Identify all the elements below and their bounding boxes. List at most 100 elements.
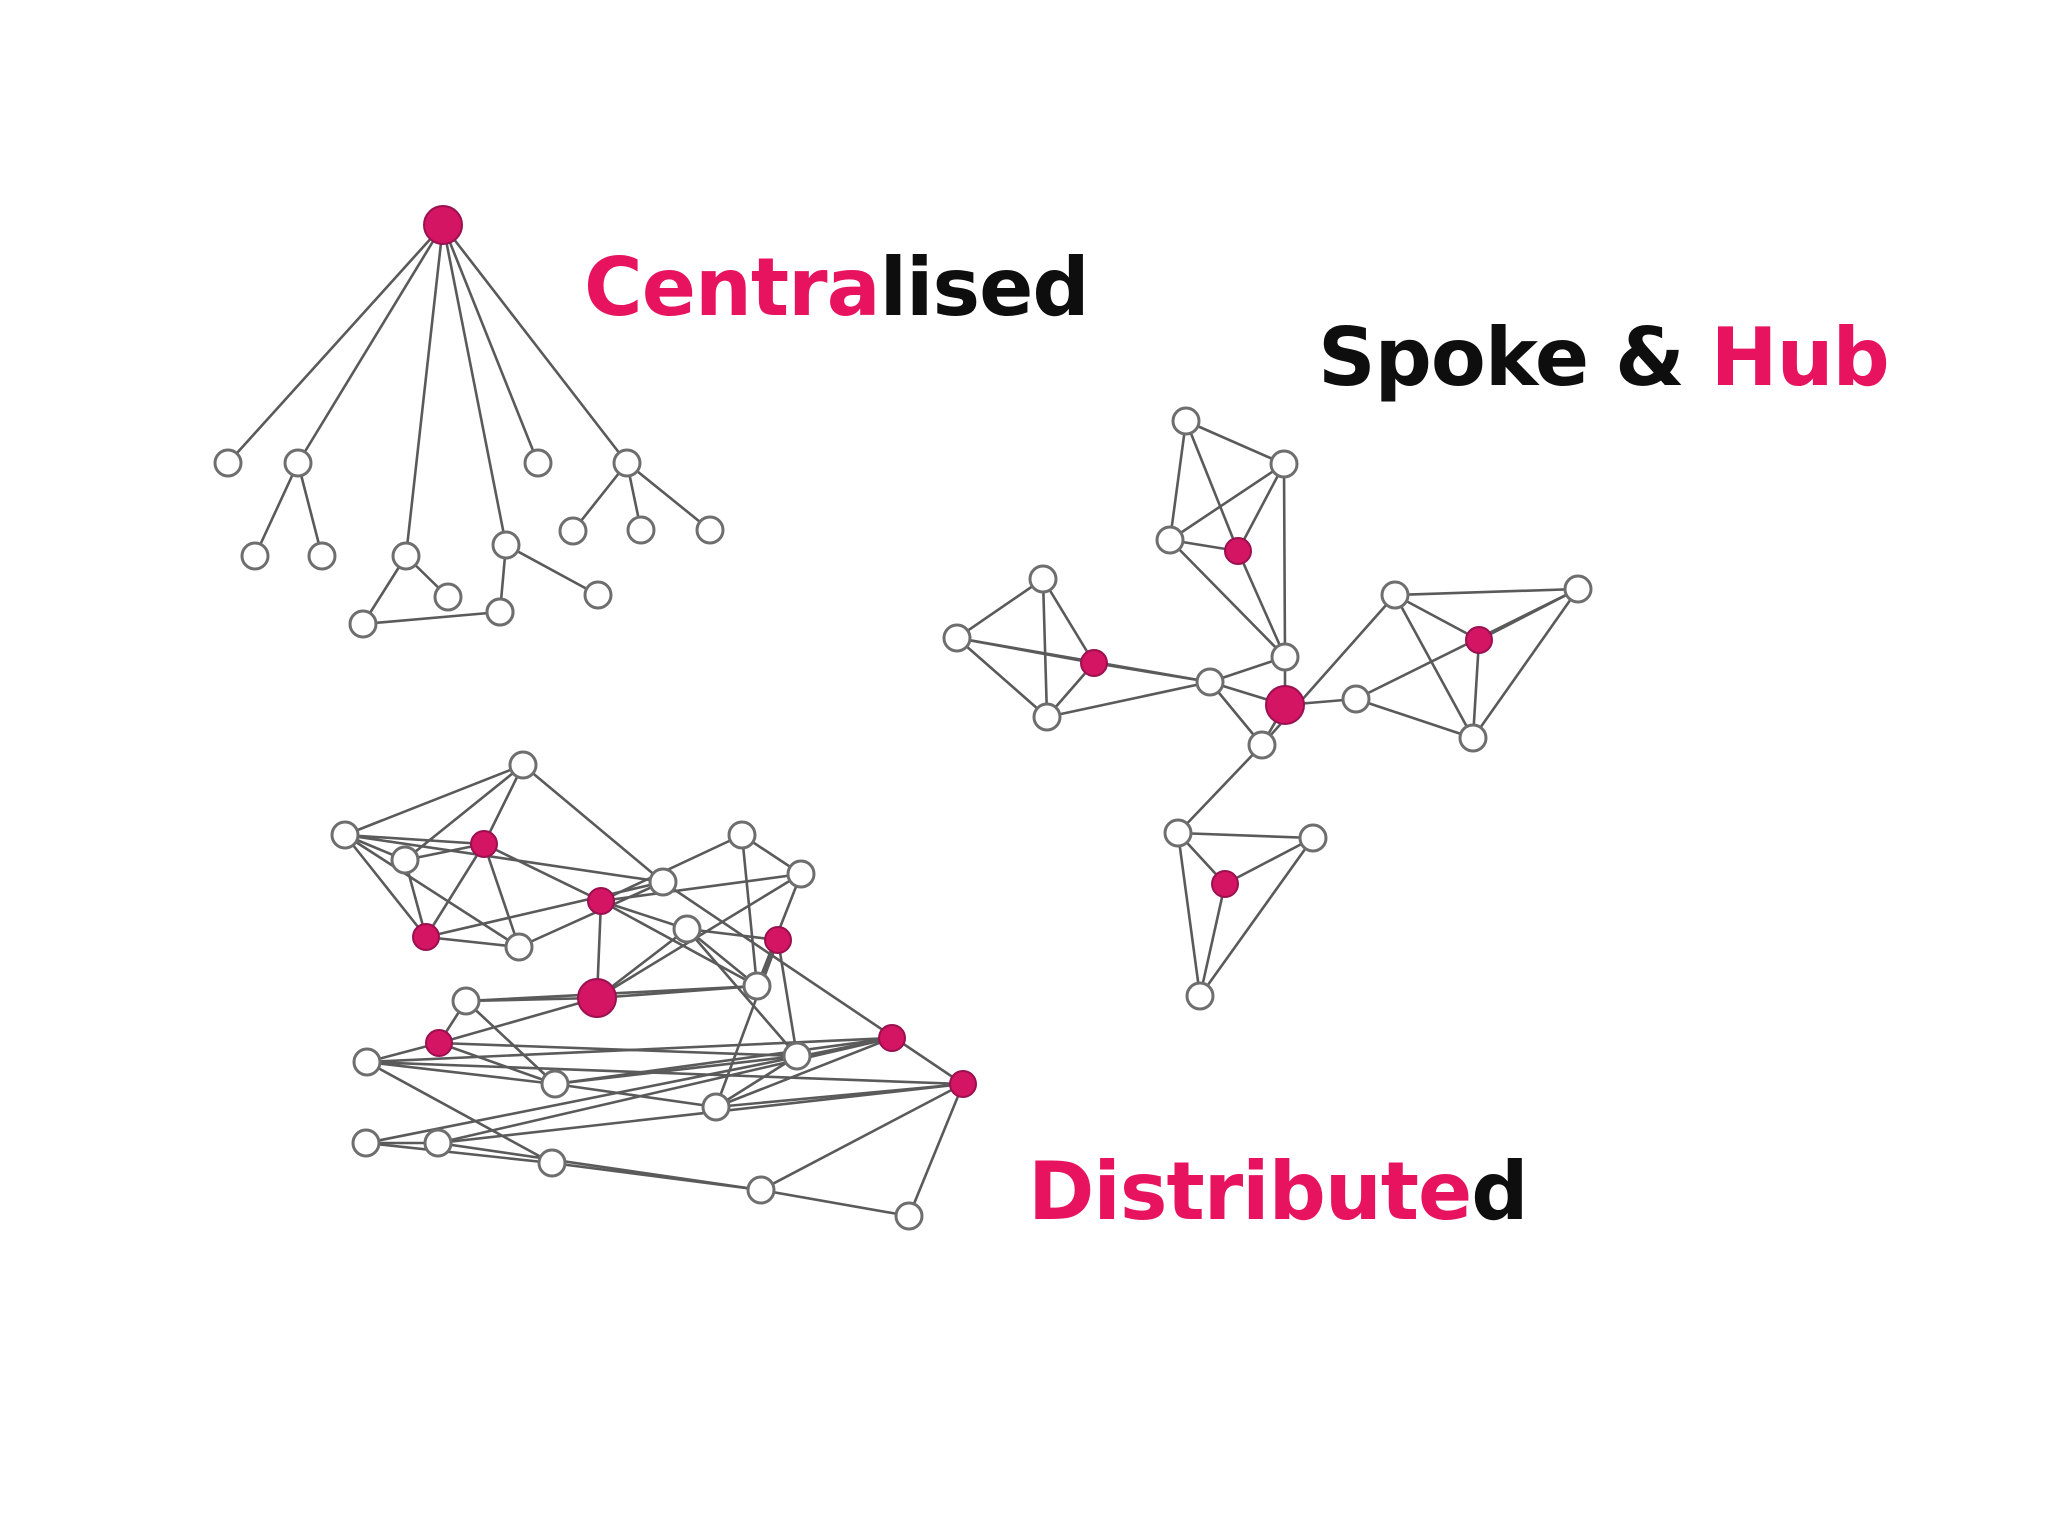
centralised-node	[491, 530, 521, 560]
distributed-edge	[714, 1054, 799, 1109]
distributed-hub-node	[878, 1024, 906, 1052]
centralised-edge	[226, 223, 445, 465]
distributed-hub-node	[577, 978, 617, 1018]
distributed-edge	[403, 763, 525, 862]
centralised-node	[583, 580, 613, 610]
spoke-hub-edge	[1176, 831, 1315, 840]
spoke-hub-node	[1185, 981, 1215, 1011]
centralised-node	[612, 448, 642, 478]
distributed-edge	[550, 1161, 763, 1192]
label-distributed-highlight: Distribute	[1028, 1145, 1472, 1238]
spoke-hub-edge	[1168, 538, 1287, 659]
distributed-edge	[740, 833, 759, 988]
spoke-hub-edge	[1471, 638, 1481, 740]
distributed-edge	[685, 927, 799, 1058]
distributed-edge	[364, 1141, 554, 1165]
distributed-node	[742, 971, 772, 1001]
distributed-node	[648, 867, 678, 897]
distributed-edge	[517, 880, 665, 949]
spoke-hub-edge	[1354, 697, 1475, 740]
spoke-hub-edge	[1041, 577, 1049, 719]
spoke-hub-edge	[1041, 577, 1096, 665]
distributed-node	[701, 1092, 731, 1122]
distributed-edge	[776, 938, 799, 1058]
distributed-edge	[685, 927, 780, 942]
distributed-node	[352, 1047, 382, 1077]
distributed-node	[330, 820, 360, 850]
label-distributed-dark: d	[1471, 1145, 1528, 1238]
distributed-edge	[343, 833, 428, 939]
spoke-hub-node	[942, 623, 972, 653]
distributed-edge	[343, 763, 525, 837]
distributed-node	[504, 932, 534, 962]
distributed-node	[537, 1148, 567, 1178]
distributed-edge	[436, 1082, 965, 1145]
spoke-hub-edge	[1282, 462, 1287, 659]
label-centralised-highlight: Centra	[584, 241, 881, 334]
spoke-hub-node	[1341, 684, 1371, 714]
centralised-edge	[441, 223, 629, 465]
distributed-hub-node	[470, 830, 498, 858]
distributed-edge	[599, 899, 689, 931]
centralised-node	[307, 541, 337, 571]
distributed-edge	[365, 1060, 965, 1086]
distributed-edge	[437, 996, 599, 1045]
centralised-edge	[253, 461, 300, 558]
distributed-edge	[759, 1188, 911, 1218]
centralised-hub-node	[423, 205, 463, 245]
distributed-edge	[521, 763, 665, 884]
distributed-hub-node	[764, 926, 792, 954]
distributed-edge	[437, 1041, 557, 1086]
distributed-node	[423, 1128, 453, 1158]
centralised-node	[558, 516, 588, 546]
distributed-edge	[759, 1082, 965, 1192]
distributed-edge	[482, 842, 603, 903]
distributed-hub-node	[949, 1070, 977, 1098]
centralised-edge	[361, 610, 502, 626]
spoke-hub-hub-node	[1211, 870, 1239, 898]
distributed-node	[746, 1175, 776, 1205]
distributed-edge	[424, 842, 486, 939]
distributed-edge	[685, 927, 759, 988]
centralised-edge	[441, 223, 508, 547]
spoke-hub-hub-node	[1224, 537, 1252, 565]
spoke-hub-edge	[1184, 419, 1286, 466]
distributed-hub-node	[425, 1029, 453, 1057]
distributed-edge	[553, 1036, 894, 1086]
distributed-node	[508, 750, 538, 780]
distributed-edge	[482, 842, 521, 949]
centralised-node	[626, 515, 656, 545]
spoke-hub-node	[1270, 642, 1300, 672]
distributed-node	[894, 1201, 924, 1231]
distributed-edge	[343, 833, 521, 949]
centralised-edge	[296, 461, 324, 558]
spoke-hub-node	[1563, 574, 1593, 604]
spoke-hub-edge	[1393, 593, 1481, 642]
spoke-hub-edge	[1198, 836, 1315, 998]
spoke-hub-edge	[1176, 831, 1202, 998]
spoke-hub-edge	[1393, 593, 1475, 740]
spoke-hub-node	[1247, 730, 1277, 760]
label-spoke-hub-highlight: Hub	[1710, 311, 1890, 404]
spoke-hub-node	[1269, 449, 1299, 479]
spoke-hub-edge	[1168, 462, 1286, 542]
distributed-edge	[343, 833, 486, 846]
spoke-hub-node	[1195, 667, 1225, 697]
spoke-hub-edge	[955, 577, 1045, 640]
spoke-hub-edge	[1184, 419, 1240, 553]
distributed-edge	[553, 1082, 718, 1109]
spoke-hub-edge	[1176, 743, 1264, 835]
spoke-hub-node	[1163, 818, 1193, 848]
spoke-hub-edge	[1168, 419, 1188, 542]
centralised-node	[391, 541, 421, 571]
label-centralised: Centralised	[584, 248, 1090, 328]
distributed-edge	[599, 872, 803, 903]
distributed-edge	[365, 1036, 894, 1064]
distributed-edge	[482, 763, 525, 846]
centralised-node	[283, 448, 313, 478]
distributed-edge	[907, 1082, 965, 1218]
spoke-hub-edge	[1236, 549, 1287, 659]
distributed-node	[782, 1041, 812, 1071]
centralised-edge	[441, 223, 540, 465]
distributed-edge	[424, 935, 521, 949]
